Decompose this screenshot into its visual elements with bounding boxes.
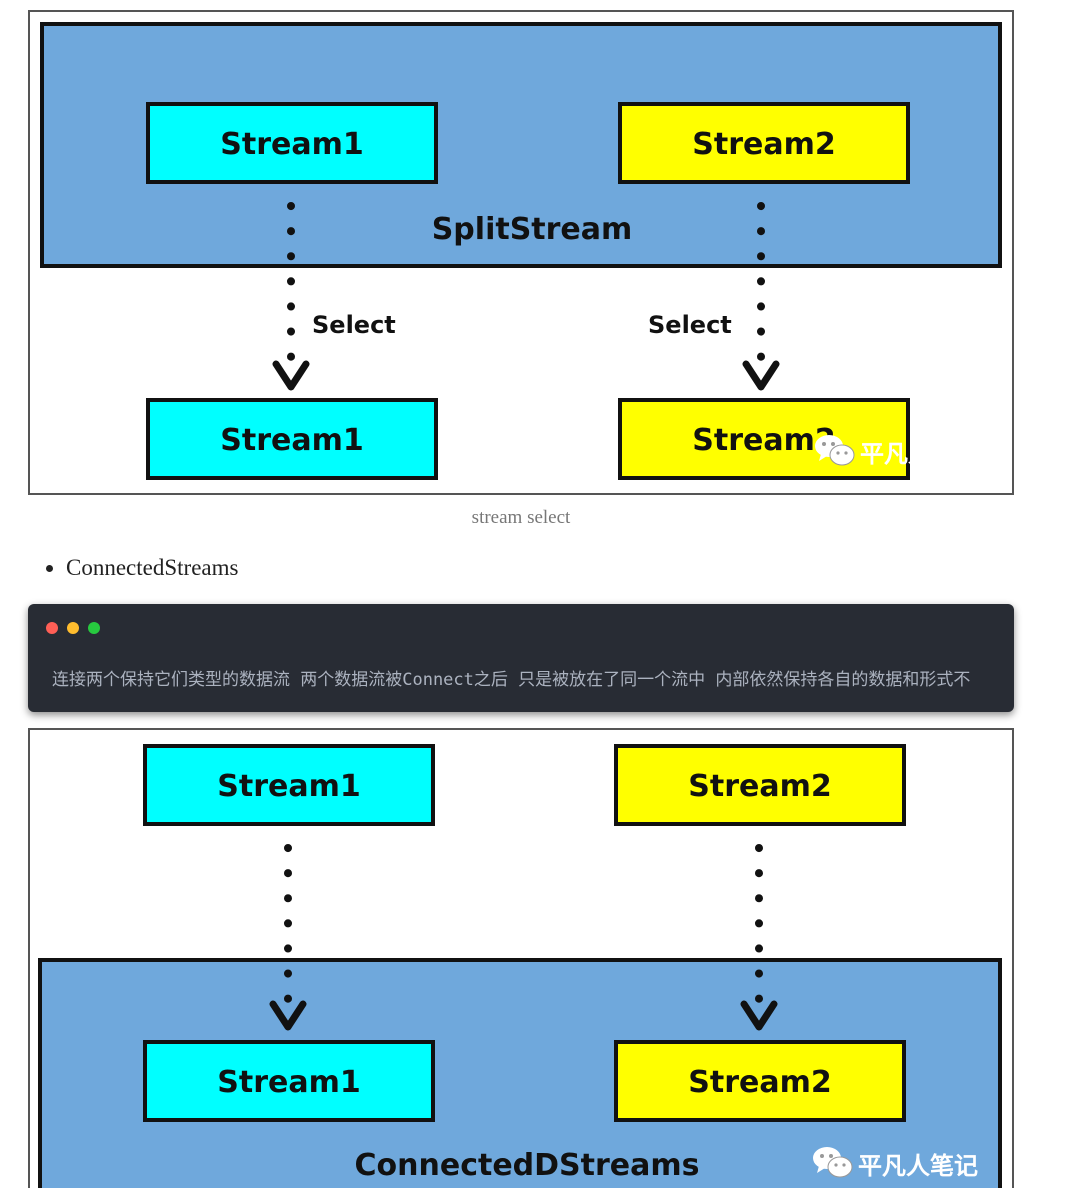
select-left-arrow-icon: [272, 360, 310, 391]
connect-left-arrow-icon: [269, 1000, 307, 1031]
window-dots: [46, 622, 100, 634]
connected-streams-label: ConnectedDStreams: [355, 1148, 700, 1183]
selected-stream2-box: [618, 398, 910, 480]
stream2-label: Stream2: [688, 769, 831, 804]
bullet-connected-streams: ConnectedStreams: [66, 555, 238, 581]
connected-stream2-box: [614, 1040, 906, 1122]
watermark-text: 平凡人笔记: [860, 440, 980, 468]
bullet-list: ConnectedStreams: [40, 555, 238, 581]
selected-stream1-label: Stream1: [220, 423, 363, 458]
stream1-label: Stream1: [217, 769, 360, 804]
watermark-text: 平凡人笔记: [858, 1152, 978, 1180]
connected-stream1-box: [143, 1040, 435, 1122]
maximize-dot-icon: [88, 622, 100, 634]
connected-stream2-label: Stream2: [688, 1065, 831, 1100]
connected-streams-figure: Stream1 Stream2 Stream1 Stream2 Connecte…: [28, 728, 1014, 1188]
stream2-box: [618, 102, 910, 184]
split-stream-label: SplitStream: [432, 212, 633, 247]
code-block: 连接两个保持它们类型的数据流 两个数据流被Connect之后 只是被放在了同一个…: [28, 604, 1014, 712]
connect-right-arrow-icon: [740, 1000, 778, 1031]
split-stream-figure: SplitStream Stream1 Stream2 Select Selec…: [28, 10, 1014, 495]
close-dot-icon: [46, 622, 58, 634]
selected-stream2-label: Stream2: [692, 423, 835, 458]
stream2-label: Stream2: [692, 127, 835, 162]
stream1-box: [146, 102, 438, 184]
stream2-box: [614, 744, 906, 826]
connected-stream1-label: Stream1: [217, 1065, 360, 1100]
minimize-dot-icon: [67, 622, 79, 634]
split-stream-diagram: SplitStream Stream1 Stream2 Select Selec…: [40, 22, 1002, 480]
selected-stream1-box: [146, 398, 438, 480]
code-line: 连接两个保持它们类型的数据流 两个数据流被Connect之后 只是被放在了同一个…: [52, 670, 971, 690]
stream1-label: Stream1: [220, 127, 363, 162]
connected-streams-diagram: Stream1 Stream2 Stream1 Stream2 Connecte…: [38, 744, 1002, 1188]
figure-caption: stream select: [471, 507, 571, 528]
select-right-arrow-icon: [742, 360, 780, 391]
select-left-label: Select: [312, 311, 396, 339]
select-right-label: Select: [648, 311, 732, 339]
stream1-box: [143, 744, 435, 826]
